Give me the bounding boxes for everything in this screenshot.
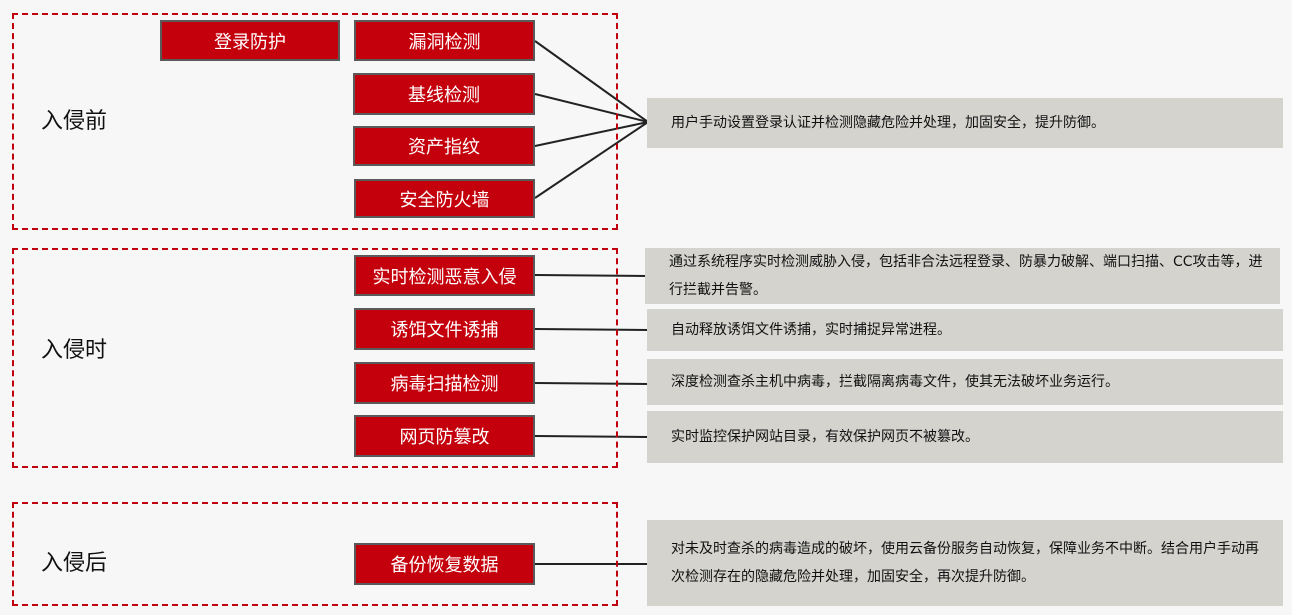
tag-web-tamper-protection: 网页防篡改 xyxy=(354,415,535,457)
tag-login-protection: 登录防护 xyxy=(160,20,340,61)
phase-during-box xyxy=(12,248,618,468)
tag-asset-fingerprint: 资产指纹 xyxy=(353,126,535,166)
tag-vulnerability-detection: 漏洞检测 xyxy=(354,20,535,61)
phase-after-label: 入侵后 xyxy=(41,551,108,576)
tag-decoy-file-trap: 诱饵文件诱捕 xyxy=(354,308,535,350)
phase-before-label: 入侵前 xyxy=(41,109,108,134)
phase-before-box xyxy=(12,13,618,230)
tag-realtime-intrusion-detection: 实时检测恶意入侵 xyxy=(354,255,535,296)
desc-during-decoy: 自动释放诱饵文件诱捕，实时捕捉异常进程。 xyxy=(647,309,1283,351)
tag-virus-scan: 病毒扫描检测 xyxy=(354,362,535,404)
desc-during-virus: 深度检测查杀主机中病毒，拦截隔离病毒文件，使其无法破坏业务运行。 xyxy=(647,359,1283,405)
tag-baseline-detection: 基线检测 xyxy=(353,73,535,115)
phase-during-label: 入侵时 xyxy=(41,338,108,363)
tag-security-firewall: 安全防火墙 xyxy=(354,179,535,218)
tag-backup-restore: 备份恢复数据 xyxy=(354,543,535,585)
desc-after: 对未及时查杀的病毒造成的破坏，使用云备份服务自动恢复，保障业务不中断。结合用户手… xyxy=(647,520,1283,606)
desc-before: 用户手动设置登录认证并检测隐藏危险并处理，加固安全，提升防御。 xyxy=(647,98,1283,148)
desc-during-realtime: 通过系统程序实时检测威胁入侵，包括非合法远程登录、防暴力破解、端口扫描、CC攻击… xyxy=(645,248,1280,304)
phase-after-box xyxy=(12,502,618,606)
desc-during-web: 实时监控保护网站目录，有效保护网页不被篡改。 xyxy=(647,411,1283,463)
